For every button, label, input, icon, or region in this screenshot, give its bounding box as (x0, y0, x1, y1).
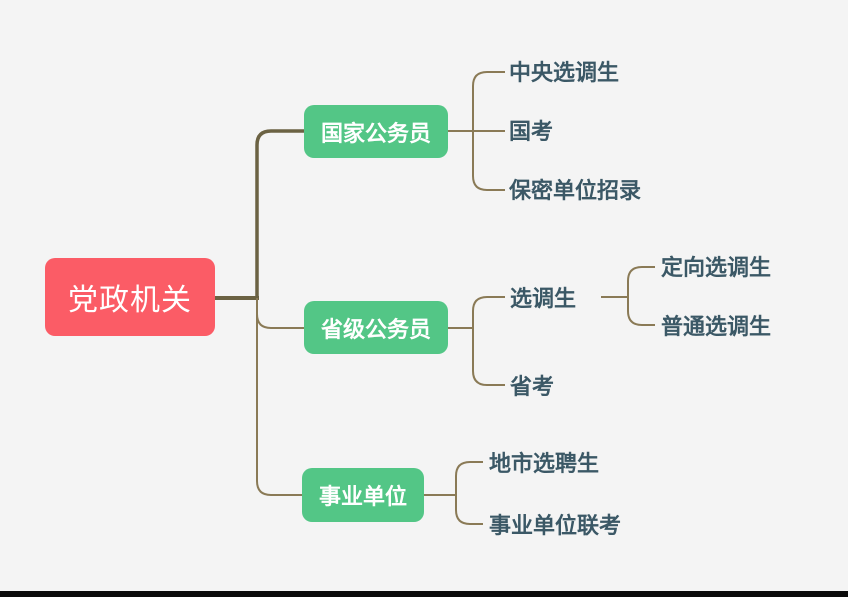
connector-branch3-fork (455, 461, 483, 525)
node-leaf-xuandiao[interactable]: 选调生 (510, 286, 577, 311)
node-branch-national-civil-servant[interactable]: 国家公务员 (304, 105, 448, 158)
node-leaf-provincial-exam[interactable]: 省考 (510, 374, 555, 399)
node-leaf-city-xuanpin[interactable]: 地市选聘生 (489, 451, 600, 476)
node-branch-public-institution[interactable]: 事业单位 (302, 468, 424, 522)
node-leaf-central-xuandiao[interactable]: 中央选调生 (509, 60, 620, 85)
node-leaf-general-xuandiao[interactable]: 普通选调生 (661, 314, 772, 339)
node-leaf-institution-joint-exam[interactable]: 事业单位联考 (489, 513, 622, 538)
connector-branch1-fork (472, 71, 505, 191)
node-leaf-targeted-xuandiao[interactable]: 定向选调生 (661, 255, 772, 280)
connector-branch2-fork (472, 296, 505, 386)
node-root[interactable]: 党政机关 (45, 258, 215, 336)
node-leaf-classified-unit-recruit[interactable]: 保密单位招录 (509, 178, 642, 203)
connector-root-to-branch1 (255, 129, 304, 299)
node-branch-provincial-civil-servant[interactable]: 省级公务员 (304, 301, 448, 354)
connector-root-to-branch2 (256, 298, 304, 329)
node-leaf-national-exam[interactable]: 国考 (509, 119, 554, 144)
connector-root-to-branch3 (256, 314, 302, 496)
bottom-edge-bar (0, 591, 848, 597)
connector-xuandiao-fork (627, 266, 655, 326)
